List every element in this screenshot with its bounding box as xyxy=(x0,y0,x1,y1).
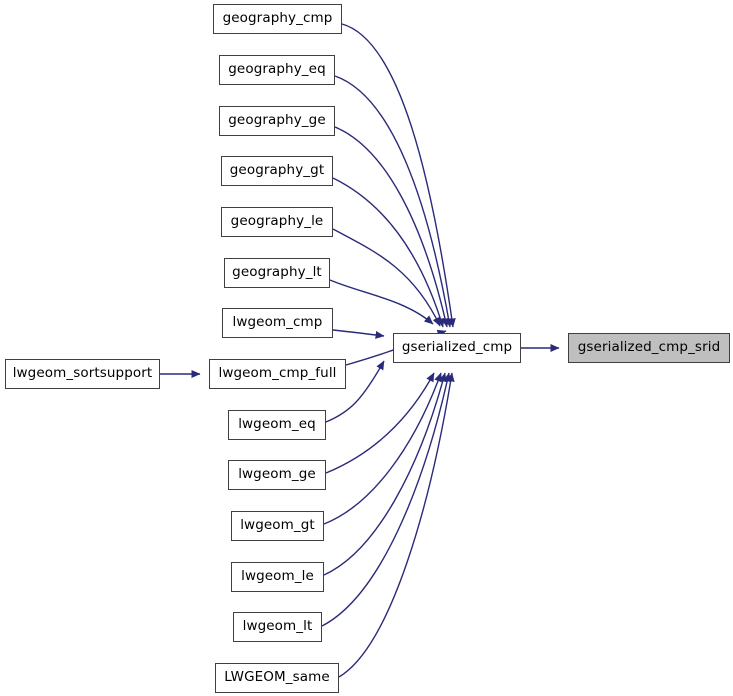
node-label: LWGEOM_same xyxy=(224,669,330,686)
node-lwgeom_lt[interactable]: lwgeom_lt xyxy=(233,612,322,642)
node-gserialized_cmp_srid[interactable]: gserialized_cmp_srid xyxy=(568,333,730,363)
node-label: gserialized_cmp_srid xyxy=(577,339,721,356)
edge-geography_cmp-to-gserialized_cmp xyxy=(341,23,456,328)
node-geography_le[interactable]: geography_le xyxy=(221,207,333,237)
node-label: lwgeom_cmp_full xyxy=(218,365,337,382)
node-lwgeom_cmp_full[interactable]: lwgeom_cmp_full xyxy=(209,359,346,389)
edge-geography_eq-to-gserialized_cmp xyxy=(334,75,453,328)
node-lwgeom_gt[interactable]: lwgeom_gt xyxy=(231,511,324,541)
node-label: geography_cmp xyxy=(222,10,333,27)
edge-geography_lt-to-gserialized_cmp xyxy=(329,279,434,325)
node-geography_ge[interactable]: geography_ge xyxy=(219,106,335,136)
node-label: lwgeom_cmp xyxy=(232,314,323,331)
node-label: lwgeom_gt xyxy=(240,517,315,534)
node-lwgeom_sortsupport[interactable]: lwgeom_sortsupport xyxy=(5,359,160,389)
node-gserialized_cmp[interactable]: gserialized_cmp xyxy=(393,333,521,363)
node-lwgeom_le[interactable]: lwgeom_le xyxy=(231,562,324,592)
edge-lwgeom_cmp-to-gserialized_cmp xyxy=(332,329,385,339)
node-geography_eq[interactable]: geography_eq xyxy=(219,55,335,85)
node-geography_lt[interactable]: geography_lt xyxy=(224,258,330,288)
node-lwgeom_ge[interactable]: lwgeom_ge xyxy=(228,460,326,490)
node-label: lwgeom_lt xyxy=(242,618,313,635)
node-geography_gt[interactable]: geography_gt xyxy=(221,156,333,186)
node-label: geography_ge xyxy=(228,112,326,129)
node-geography_cmp[interactable]: geography_cmp xyxy=(213,4,342,34)
edge-geography_gt-to-gserialized_cmp xyxy=(332,177,445,328)
node-label: lwgeom_le xyxy=(241,568,314,585)
node-label: lwgeom_ge xyxy=(238,466,316,483)
node-label: geography_eq xyxy=(228,61,326,78)
edge-lwgeom_gt-to-gserialized_cmp xyxy=(323,372,442,525)
node-LWGEOM_same[interactable]: LWGEOM_same xyxy=(215,663,339,693)
node-label: lwgeom_eq xyxy=(238,416,316,433)
node-lwgeom_eq[interactable]: lwgeom_eq xyxy=(228,410,326,440)
node-lwgeom_cmp[interactable]: lwgeom_cmp xyxy=(222,308,333,338)
node-label: geography_lt xyxy=(232,264,322,281)
edge-lwgeom_le-to-gserialized_cmp xyxy=(323,372,447,576)
edge-LWGEOM_same-to-gserialized_cmp xyxy=(338,372,455,678)
node-label: geography_le xyxy=(230,213,324,230)
edge-geography_le-to-gserialized_cmp xyxy=(332,228,441,327)
node-label: lwgeom_sortsupport xyxy=(12,365,153,382)
node-label: gserialized_cmp xyxy=(401,339,513,356)
edge-lwgeom_lt-to-gserialized_cmp xyxy=(321,372,452,627)
node-label: geography_gt xyxy=(229,162,325,179)
edge-geography_ge-to-gserialized_cmp xyxy=(334,126,450,328)
